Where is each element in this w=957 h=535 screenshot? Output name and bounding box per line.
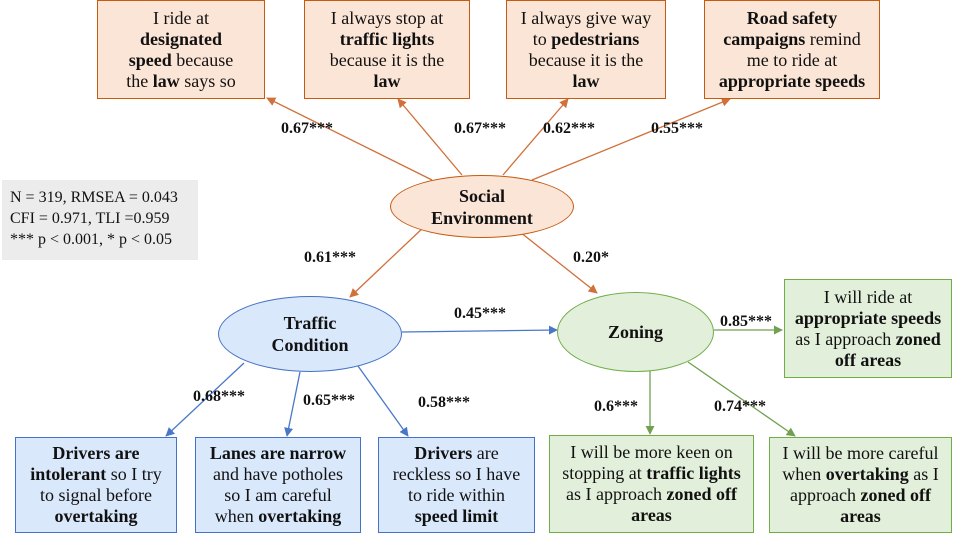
indicator-line: me to ride at (746, 49, 838, 70)
indicator-line: I always give way (520, 7, 652, 28)
indicator-line: overtaking (54, 506, 138, 526)
indicator-line: I always stop at (330, 7, 444, 28)
coef-se4: 0.55*** (651, 120, 703, 137)
latent-zoning-line1: Zoning (607, 322, 664, 342)
indicator-line: and have potholes (213, 464, 343, 484)
arrow-se-tc (349, 225, 426, 298)
stats-line2: CFI = 0.971, TLI =0.959 (10, 210, 170, 227)
latent-social-environment: Social Environment (390, 175, 574, 238)
indicator-line: I will be more careful (782, 443, 939, 463)
coef-se2: 0.67*** (454, 120, 506, 137)
arrow-tc-tc2 (284, 371, 301, 437)
indicator-line: law (373, 70, 401, 91)
indicator-line: Lanes are narrow (209, 443, 347, 463)
coef-se3: 0.62*** (543, 120, 595, 137)
indicator-line: areas (840, 506, 881, 526)
indicator-line: areas (631, 505, 672, 525)
stats-line1: N = 319, RMSEA = 0.043 (10, 189, 178, 206)
indicator-line: appropriate speeds (794, 307, 942, 328)
indicator-line: intolerant so I try (30, 464, 162, 484)
indicator-line: to ride within (408, 485, 505, 505)
coef-tc2: 0.65*** (303, 392, 355, 409)
latent-traffic-condition: Traffic Condition (218, 296, 402, 372)
indicator-line: the law says so (126, 70, 236, 91)
indicator-line: so I am careful (224, 485, 332, 505)
indicator-line: reckless so I have (392, 464, 521, 484)
coef-tc3: 0.58*** (418, 394, 470, 411)
coef-zn3: 0.74*** (714, 398, 766, 415)
arrow-tc-tc3 (357, 365, 409, 437)
indicator-line: off areas (834, 349, 902, 370)
indicator-line: as I approach zoned (795, 328, 941, 349)
coef-se-zn: 0.20* (573, 249, 609, 266)
indicator-line: law (572, 70, 600, 91)
indicator-line: to signal before (40, 485, 152, 505)
indicator-line: Road safety (746, 7, 838, 28)
coef-se1: 0.67*** (281, 120, 333, 137)
coef-tc1: 0.68*** (193, 388, 245, 405)
indicator-line: Drivers are (52, 443, 140, 463)
arrow-se-se2 (397, 98, 463, 176)
indicator-line: as I approach zoned off (566, 484, 737, 504)
indicator-line: I will be more keen on (570, 442, 733, 462)
indicator-line: Drivers are (414, 443, 499, 463)
latent-traffic-line2: Condition (271, 335, 349, 355)
arrow-se-se3 (502, 98, 569, 176)
indicator-line: stopping at traffic lights (562, 463, 741, 483)
coef-tc-zn: 0.45*** (454, 305, 506, 322)
indicator-line: speed because (128, 49, 234, 70)
indicator-line: when overtaking as I (782, 464, 939, 484)
indicator-line: speed limit (414, 506, 499, 526)
arrow-tc-zn (401, 325, 558, 335)
coef-zn1: 0.85*** (720, 313, 772, 330)
latent-social-line1: Social (458, 185, 505, 206)
indicator-line: designated (139, 28, 222, 49)
arrow-se-se4 (531, 97, 731, 181)
indicator-line: I ride at (153, 7, 209, 28)
indicator-line: traffic lights (339, 28, 435, 49)
arrow-se-se1 (266, 97, 433, 181)
indicator-line: approach zoned off (790, 485, 931, 505)
indicator-line: because it is the (528, 49, 644, 70)
latent-social-line2: Environment (431, 207, 533, 228)
latent-traffic-line1: Traffic (283, 313, 337, 333)
stats-line3: *** p < 0.001, * p < 0.05 (10, 231, 173, 248)
indicator-line: campaigns remind (723, 28, 861, 49)
arrow-se-zn (519, 231, 598, 294)
indicator-line: appropriate speeds (718, 70, 866, 91)
arrow-zn-zn3 (687, 361, 796, 437)
arrow-tc-tc1 (165, 362, 245, 437)
fit-statistics-box: N = 319, RMSEA = 0.043 CFI = 0.971, TLI … (2, 180, 198, 260)
indicator-line: to pedestrians (532, 28, 640, 49)
coef-zn2: 0.6*** (594, 398, 638, 415)
latent-zoning: Zoning (557, 292, 714, 372)
indicator-line: I will ride at (823, 286, 913, 307)
coef-se-tc: 0.61*** (304, 249, 356, 266)
indicator-line: when overtaking (214, 506, 342, 526)
indicator-line: because it is the (329, 49, 445, 70)
